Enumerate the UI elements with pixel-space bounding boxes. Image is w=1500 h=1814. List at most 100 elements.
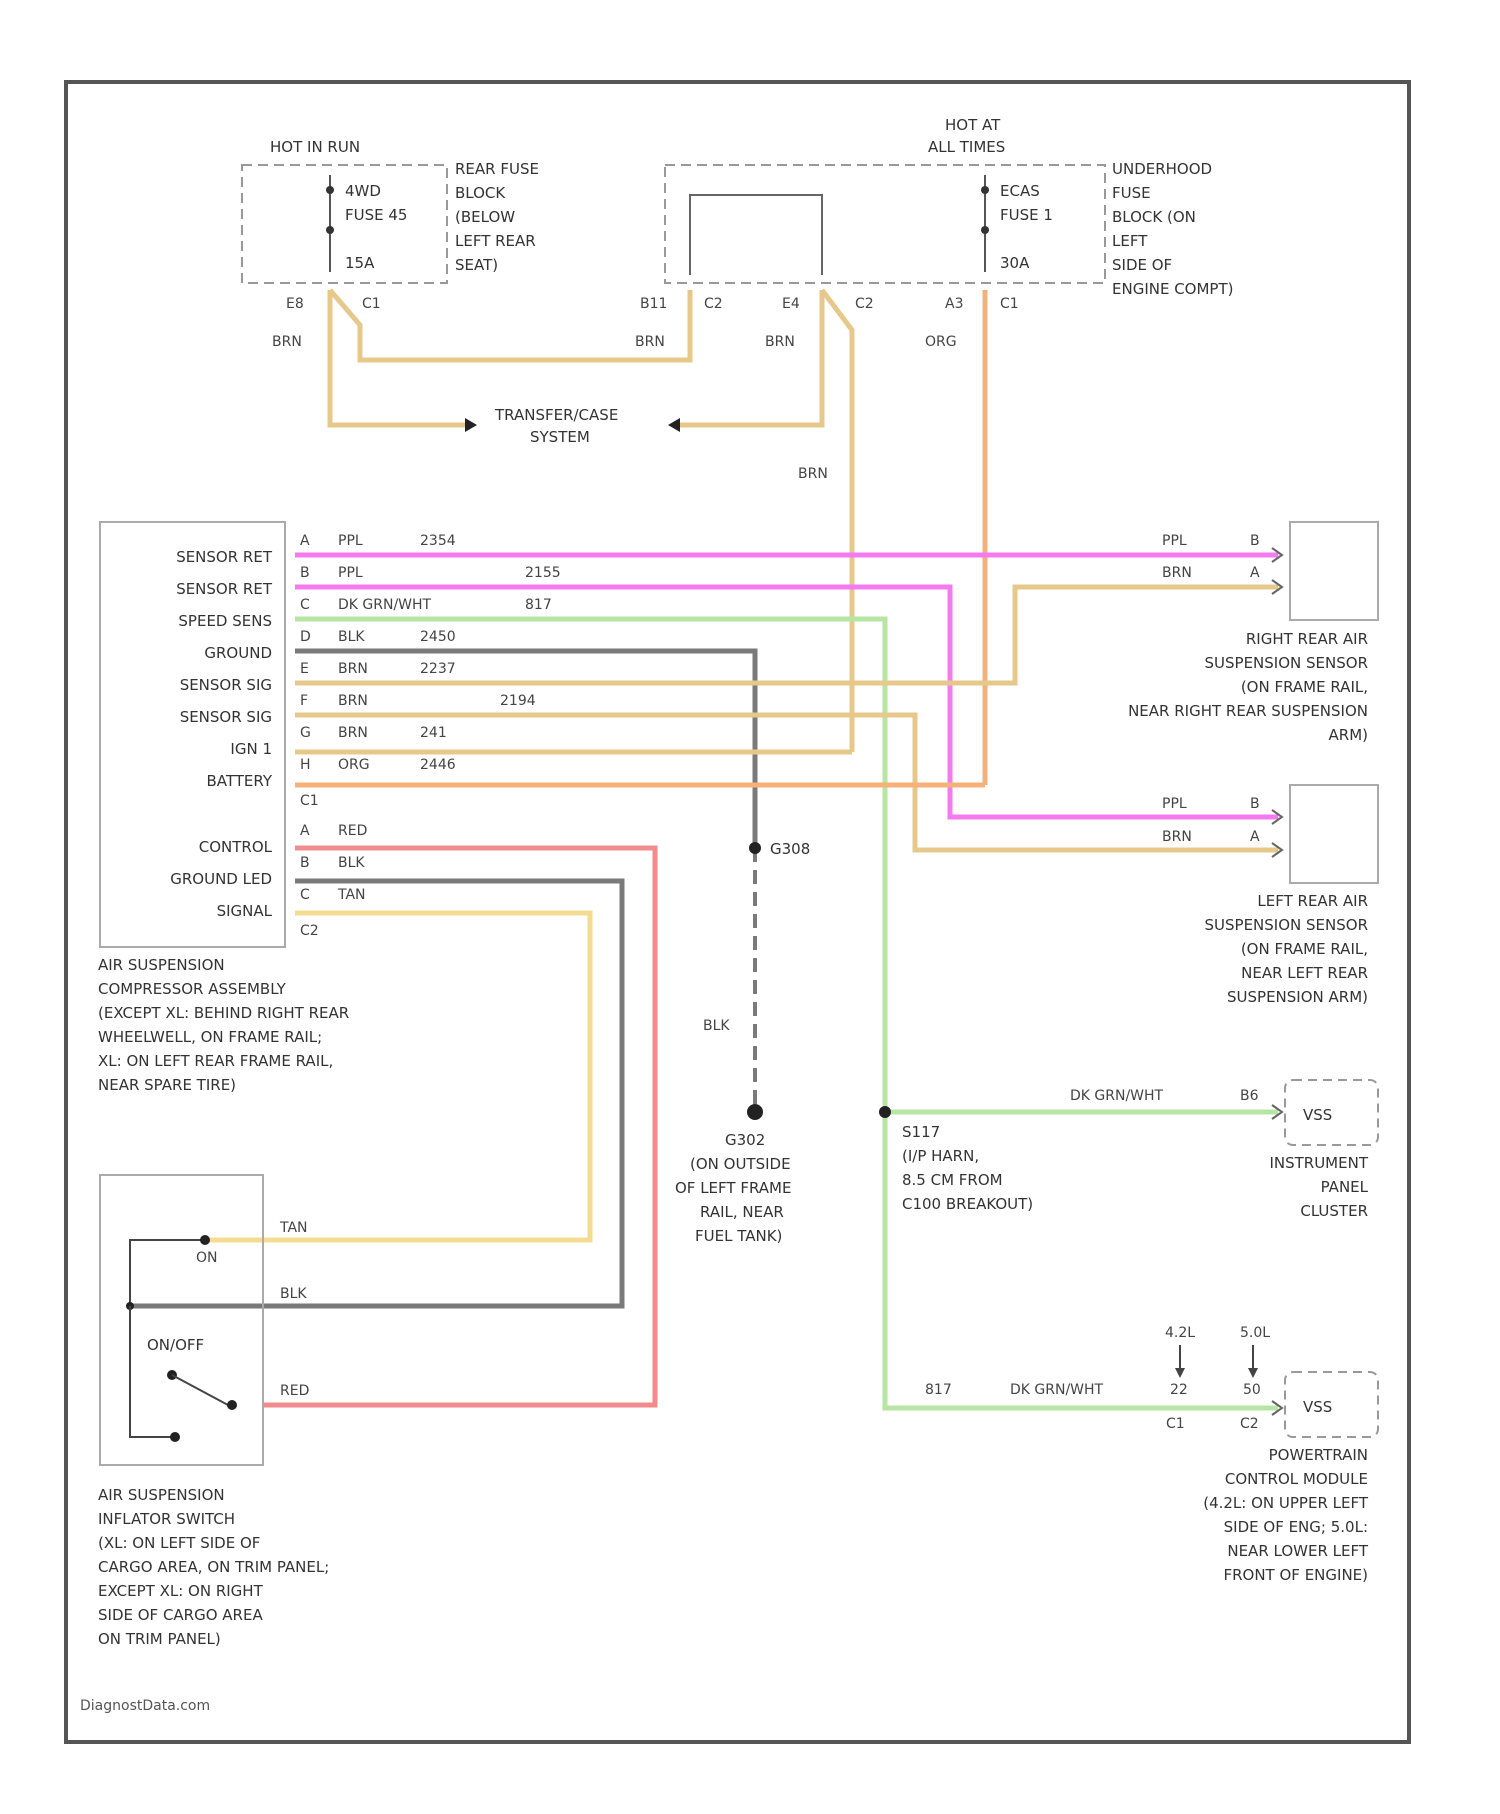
splice-desc-3: C100 BREAKOUT): [902, 1195, 1033, 1213]
ground-desc-0: G302: [725, 1131, 765, 1149]
switch-desc-2: (XL: ON LEFT SIDE OF: [98, 1534, 260, 1552]
transfer-arrow-left: [465, 418, 477, 432]
underhood-desc-4: SIDE OF: [1112, 256, 1172, 274]
underhood-desc-0: UNDERHOOD: [1112, 160, 1212, 178]
powertrain-control-module: VSS 817 DK GRN/WHT 4.2L 5.0L 22 50 C1 C2…: [925, 1325, 1378, 1584]
pcm-desc-4: NEAR LOWER LEFT: [1227, 1542, 1368, 1560]
pin2-letter-1: B: [300, 855, 310, 871]
pin-letter-7: H: [300, 757, 311, 773]
pcm-desc-2: (4.2L: ON UPPER LEFT: [1203, 1494, 1369, 1512]
rear-fuse-block: HOT IN RUN 4WD FUSE 45 15A REAR FUSE BLO…: [242, 138, 539, 312]
right-sensor-color-0: PPL: [1162, 533, 1187, 549]
ipc-desc-0: INSTRUMENT: [1269, 1154, 1368, 1172]
underhood-desc-1: FUSE: [1112, 184, 1151, 202]
pin-letter-4: E: [300, 661, 309, 677]
left-sensor-pin-1: A: [1250, 829, 1260, 845]
ground-splice-wire: BLK: [703, 1018, 730, 1034]
pin-letter-0: A: [300, 533, 310, 549]
right-sensor-desc-4: ARM): [1329, 726, 1368, 744]
pcm-variant-0-conn: C1: [1166, 1416, 1185, 1432]
instrument-panel-cluster: VSS DK GRN/WHT B6 INSTRUMENT PANEL CLUST…: [1070, 1080, 1378, 1220]
rear-fuse-pin: E8: [286, 296, 304, 312]
splice-s117: S117 (I/P HARN, 8.5 CM FROM C100 BREAKOU…: [879, 1106, 1033, 1213]
ground-splice-label: G308: [770, 840, 810, 858]
right-sensor-color-1: BRN: [1162, 565, 1192, 581]
rear-fuse-desc-2: (BELOW: [455, 208, 515, 226]
right-sensor-desc-2: (ON FRAME RAIL,: [1241, 678, 1368, 696]
pin-name-4: SENSOR SIG: [180, 676, 272, 694]
circuit-6: 241: [420, 725, 447, 741]
pin-name-0: SENSOR RET: [176, 548, 273, 566]
underhood-pin-2: A3: [945, 296, 963, 312]
wire-color-6: BRN: [338, 725, 368, 741]
ground-desc-1: (ON OUTSIDE: [690, 1155, 791, 1173]
compressor-wires: [130, 555, 1278, 1408]
switch-desc-1: INFLATOR SWITCH: [98, 1510, 235, 1528]
rear-fuse-line1: 4WD: [345, 182, 381, 200]
right-sensor-desc-3: NEAR RIGHT REAR SUSPENSION: [1128, 702, 1368, 720]
rear-fuse-desc-3: LEFT REAR: [455, 232, 536, 250]
switch-desc-5: SIDE OF CARGO AREA: [98, 1606, 263, 1624]
ipc-desc-1: PANEL: [1321, 1178, 1369, 1196]
right-sensor-desc-0: RIGHT REAR AIR: [1246, 630, 1368, 648]
underhood-conn-2: C1: [1000, 296, 1019, 312]
rear-fuse-conn: C1: [362, 296, 381, 312]
wire-color-4: BRN: [338, 661, 368, 677]
switch-desc-4: EXCEPT XL: ON RIGHT: [98, 1582, 264, 1600]
pin2-name-2: SIGNAL: [217, 902, 273, 920]
wire-color-7: ORG: [338, 757, 370, 773]
left-sensor-desc-0: LEFT REAR AIR: [1257, 892, 1368, 910]
pin2-letter-2: C: [300, 887, 310, 903]
compressor-conn2: C2: [300, 923, 319, 939]
ground-desc-4: FUEL TANK): [695, 1227, 782, 1245]
pin-letter-3: D: [300, 629, 311, 645]
pin-name-6: IGN 1: [230, 740, 272, 758]
compressor-desc-2: (EXCEPT XL: BEHIND RIGHT REAR: [98, 1004, 349, 1022]
pcm-desc-1: CONTROL MODULE: [1225, 1470, 1368, 1488]
compressor-desc-1: COMPRESSOR ASSEMBLY: [98, 980, 287, 998]
rear-fuse-desc-0: REAR FUSE: [455, 160, 539, 178]
pin-letter-2: C: [300, 597, 310, 613]
underhood-header-1: ALL TIMES: [928, 138, 1005, 156]
wire-color-right1: BRN: [765, 334, 795, 350]
right-sensor-pin-0: B: [1250, 533, 1260, 549]
underhood-fuse-line1: ECAS: [1000, 182, 1040, 200]
compressor-assembly: SENSOR RET SENSOR RET SPEED SENS GROUND …: [98, 522, 561, 1094]
pin2-name-1: GROUND LED: [170, 870, 272, 888]
pin-name-1: SENSOR RET: [176, 580, 273, 598]
circuit-3: 2450: [420, 629, 456, 645]
compressor-desc-5: NEAR SPARE TIRE): [98, 1076, 236, 1094]
pin2-letter-0: A: [300, 823, 310, 839]
pcm-desc-0: POWERTRAIN: [1269, 1446, 1368, 1464]
compressor-desc-4: XL: ON LEFT REAR FRAME RAIL,: [98, 1052, 333, 1070]
circuit-2: 817: [525, 597, 552, 613]
wire-color-mid: BRN: [635, 334, 665, 350]
switch-wire-0: TAN: [279, 1220, 308, 1236]
inflator-switch: ON ON/OFF TAN BLK RED AIR SUSPENSION INF…: [98, 1175, 329, 1648]
underhood-desc-3: LEFT: [1112, 232, 1148, 250]
wire-color-3: BLK: [338, 629, 365, 645]
wire-color-2: DK GRN/WHT: [338, 597, 432, 613]
ipc-wire: DK GRN/WHT: [1070, 1088, 1164, 1104]
left-sensor-desc-3: NEAR LEFT REAR: [1241, 964, 1368, 982]
pin-name-2: SPEED SENS: [178, 612, 272, 630]
wire-color-5: BRN: [338, 693, 368, 709]
splice-desc-2: 8.5 CM FROM: [902, 1171, 1003, 1189]
underhood-conn-0: C2: [704, 296, 723, 312]
pin-letter-1: B: [300, 565, 310, 581]
left-sensor-desc-2: (ON FRAME RAIL,: [1241, 940, 1368, 958]
pcm-wire: DK GRN/WHT: [1010, 1382, 1104, 1398]
ipc-box-label: VSS: [1303, 1106, 1332, 1124]
compressor-pin-letters: A B C D E F G H C1 A B C C2: [300, 533, 319, 939]
underhood-desc-2: BLOCK (ON: [1112, 208, 1196, 226]
right-sensor-desc-1: SUSPENSION SENSOR: [1205, 654, 1368, 672]
underhood-header-0: HOT AT: [945, 116, 1001, 134]
switch-state: ON/OFF: [147, 1336, 204, 1354]
wire-color-0: PPL: [338, 533, 363, 549]
compressor-conn1: C1: [300, 793, 319, 809]
circuit-5: 2194: [500, 693, 536, 709]
rear-fuse-header: HOT IN RUN: [270, 138, 360, 156]
pcm-circuit: 817: [925, 1382, 952, 1398]
circuit-1: 2155: [525, 565, 561, 581]
ground-point: G302 (ON OUTSIDE OF LEFT FRAME RAIL, NEA…: [675, 1104, 791, 1245]
